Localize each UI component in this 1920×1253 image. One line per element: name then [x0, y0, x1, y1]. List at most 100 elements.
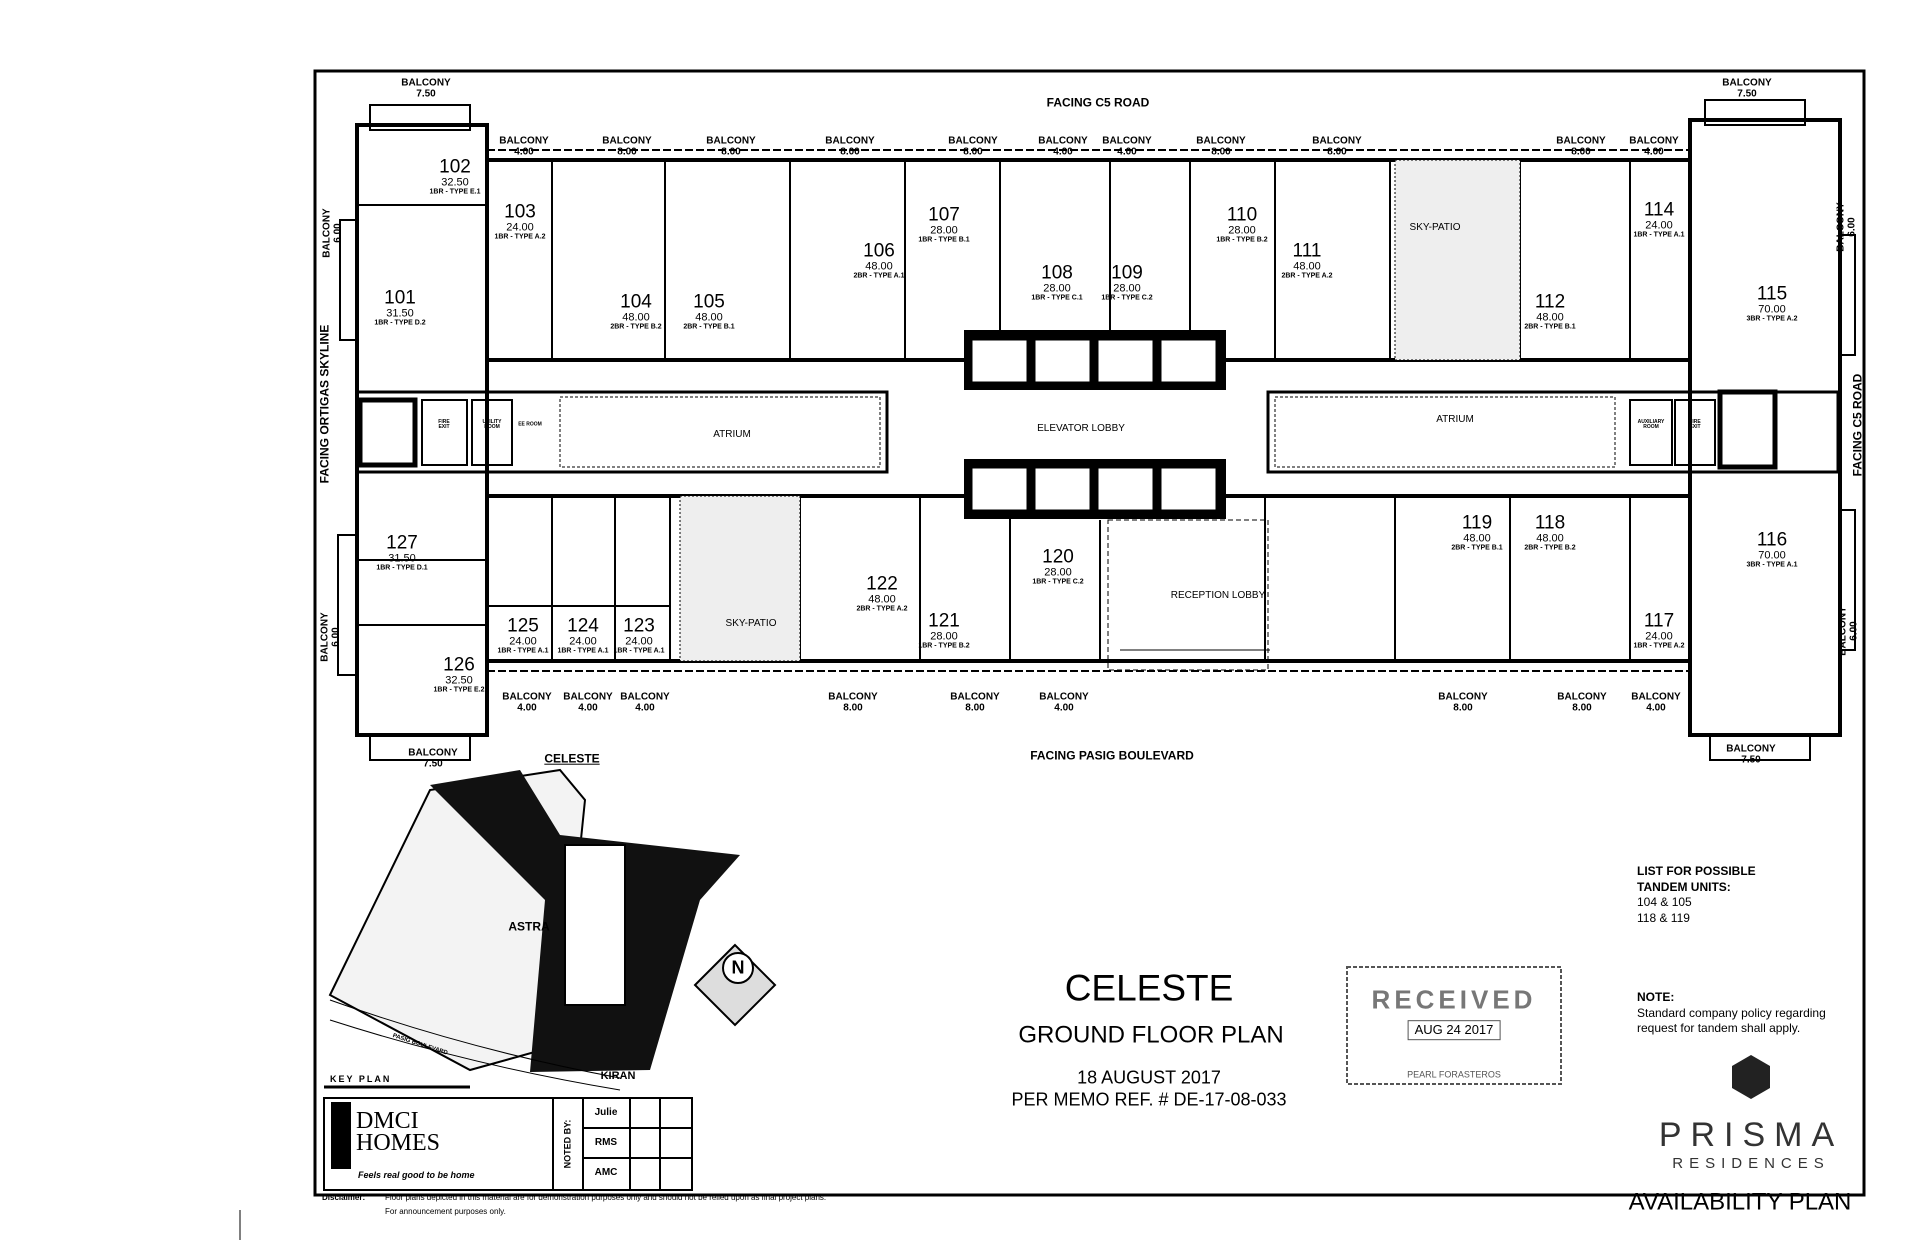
availability-plan-label: AVAILABILITY PLAN [1628, 1188, 1852, 1216]
note-line2: request for tandem shall apply. [1637, 1021, 1801, 1036]
brand-line2: HOMES [356, 1130, 441, 1156]
unit-type: 1BR - TYPE C.2 [1101, 295, 1153, 303]
prisma-logo-icon [1732, 1055, 1770, 1099]
balcony-title: BALCONY [1835, 202, 1847, 252]
balcony-title: BALCONY [1196, 135, 1246, 147]
facing-left-label: FACING ORTIGAS SKYLINE [317, 324, 332, 484]
note-line1: Standard company policy regarding [1637, 1005, 1826, 1020]
tandem-title-2: TANDEM UNITS: [1637, 879, 1731, 894]
unit-type: 2BR - TYPE B.1 [683, 324, 735, 332]
memo-ref: PER MEMO REF. # DE-17-08-033 [1011, 1089, 1287, 1110]
unit-type: 1BR - TYPE C.2 [1032, 579, 1084, 587]
unit-type: 1BR - TYPE A.2 [494, 234, 546, 242]
unit-num: 102 [439, 156, 471, 178]
noted-by-label: NOTED BY: [562, 1119, 573, 1169]
prisma-logo-sub: RESIDENCES [1672, 1155, 1830, 1173]
unit-type: 1BR - TYPE A.1 [613, 648, 665, 656]
balcony-title: BALCONY [706, 135, 756, 147]
facing-bottom-label: FACING PASIG BOULEVARD [1030, 748, 1194, 763]
unit-area: 70.00 [1758, 303, 1786, 316]
unit-area: 32.50 [441, 176, 469, 189]
tandem-title-1: LIST FOR POSSIBLE [1637, 864, 1756, 878]
unit-type: 1BR - TYPE B.2 [1216, 237, 1268, 245]
unit-type: 1BR - TYPE D.2 [374, 320, 426, 328]
unit-num: 117 [1643, 610, 1675, 632]
north-label: N [731, 957, 745, 978]
unit-num: 123 [623, 615, 655, 637]
balcony-title: BALCONY [1557, 691, 1607, 703]
atrium-east: ATRIUM [1436, 413, 1474, 425]
disclaimer-line1: Floor plans depicted in this material ar… [385, 1193, 827, 1202]
balcony-size: 7.50 [1737, 88, 1757, 99]
dmci-logo: DMCI HOMES [356, 1108, 441, 1156]
unit-num: 105 [693, 291, 725, 313]
brand-line1: DMCI [356, 1108, 419, 1134]
floor-title: GROUND FLOOR PLAN [1018, 1021, 1284, 1049]
sheet-frame [313, 69, 1866, 1197]
unit-area: 28.00 [1043, 282, 1071, 295]
balcony-size: 7.50 [423, 758, 443, 769]
balcony-size: 4.00 [1117, 146, 1137, 157]
balcony-title: BALCONY [1837, 606, 1849, 656]
unit-type: 1BR - TYPE C.1 [1031, 295, 1083, 303]
unit-num: 114 [1643, 199, 1675, 221]
balcony-size: 6.00 [330, 627, 341, 647]
note-title: NOTE: [1637, 990, 1675, 1004]
balcony-size: 4.00 [1644, 146, 1664, 157]
dmci-tagline: Feels real good to be home [358, 1170, 475, 1180]
unit-area: 31.50 [386, 307, 414, 320]
balcony-size: 4.00 [517, 702, 537, 713]
unit-type: 1BR - TYPE D.1 [376, 565, 428, 573]
balcony-size: 8.00 [721, 146, 741, 157]
balcony-title: BALCONY [1102, 135, 1152, 147]
unit-type: 1BR - TYPE E.1 [429, 189, 481, 197]
unit-type: 1BR - TYPE B.2 [918, 643, 970, 651]
balcony-size: 4.00 [1054, 702, 1074, 713]
unit-area: 48.00 [868, 593, 896, 606]
unit-area: 24.00 [625, 635, 653, 648]
balcony-title: BALCONY [1629, 135, 1679, 147]
balcony-size: 6.00 [332, 223, 343, 243]
balcony-size: 8.00 [617, 146, 637, 157]
key-plan-astra: ASTRA [508, 919, 550, 934]
balcony-title: BALCONY [563, 691, 613, 703]
unit-num: 104 [620, 291, 652, 313]
unit-area: 48.00 [622, 311, 650, 324]
balcony-size: 7.50 [416, 88, 436, 99]
unit-type: 2BR - TYPE B.1 [1524, 324, 1576, 332]
unit-num: 119 [1461, 512, 1493, 534]
